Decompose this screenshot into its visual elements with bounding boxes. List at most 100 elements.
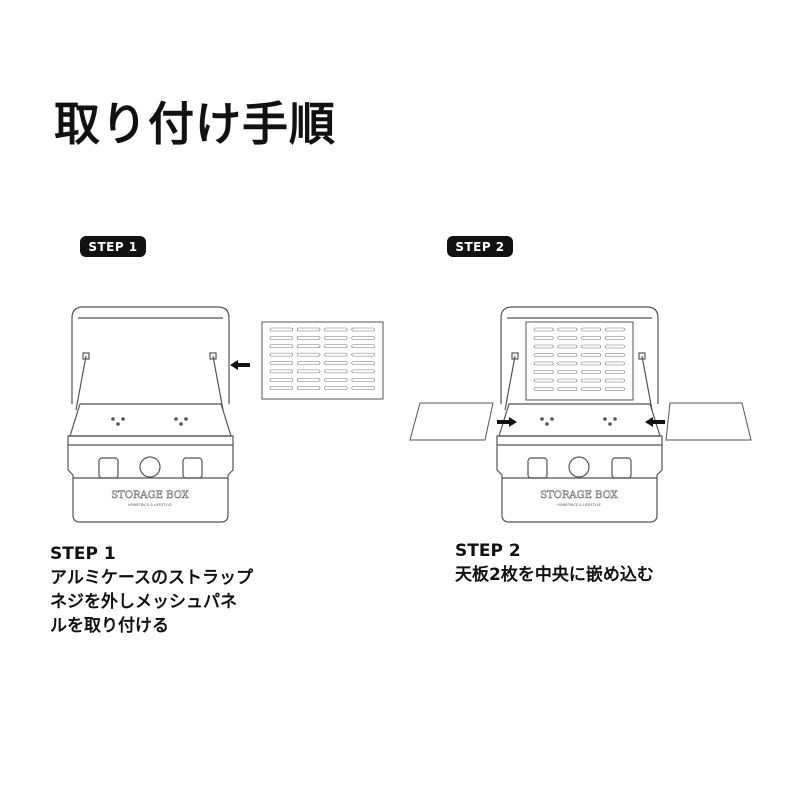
mesh-slot [557, 327, 578, 332]
lid-outline [71, 306, 230, 404]
box-tagline: HOMETRICS & LIFESTYLE [557, 503, 601, 507]
box-body [67, 435, 234, 523]
mesh-slot [604, 336, 625, 340]
step-1-line: ネジを外しメッシュパネ [50, 592, 237, 612]
mesh-slot [351, 377, 375, 382]
mesh-slot [351, 386, 375, 390]
mounting-hole [550, 417, 554, 421]
storage-box: STORAGE BOX HOMETRICS & LIFESTYLE [496, 306, 663, 523]
mesh-slot [533, 344, 554, 349]
strap-right [641, 355, 653, 411]
mounting-hole [540, 417, 544, 421]
storage-box: STORAGE BOX HOMETRICS & LIFESTYLE [67, 306, 234, 523]
mesh-slot [604, 361, 625, 366]
step-1-line: アルミケースのストラップ [50, 568, 253, 588]
mounting-hole [545, 422, 549, 426]
box-tagline: HOMETRICS & LIFESTYLE [128, 503, 172, 507]
mesh-slot [581, 387, 602, 391]
mesh-slot [604, 344, 625, 349]
mesh-slot [581, 327, 602, 332]
logo-badge [139, 456, 161, 478]
mesh-slot [269, 327, 294, 332]
mesh-slot [533, 378, 554, 383]
mesh-slot [324, 369, 348, 374]
mesh-slot [269, 361, 294, 365]
mounting-hole [121, 417, 125, 421]
mesh-slot [581, 344, 602, 349]
mesh-slot [557, 361, 578, 366]
box-logo-text: STORAGE BOX [540, 490, 618, 501]
strap-screw [82, 352, 90, 360]
arrow-head [645, 417, 653, 427]
mounting-hole [111, 417, 115, 421]
mesh-slot [557, 344, 578, 349]
mounting-hole [608, 422, 612, 426]
mesh-slot [296, 352, 321, 357]
strap-left [504, 355, 516, 411]
mesh-slot [296, 336, 321, 340]
step-2-instructions: STEP 2 天板2枚を中央に嵌め込む [455, 539, 654, 587]
mesh-slot [296, 327, 321, 332]
box-interior [69, 403, 232, 437]
box-interior [498, 403, 661, 437]
mesh-slot [557, 378, 578, 383]
mounting-hole [613, 417, 617, 421]
strap-screw [638, 352, 646, 360]
mesh-slot [604, 378, 625, 383]
mesh-slot [269, 377, 294, 382]
mesh-slot [581, 353, 602, 357]
mesh-slot [296, 386, 321, 390]
strap-screw [511, 352, 519, 360]
mesh-panel-installed [525, 321, 634, 401]
step-2-illustration: STORAGE BOX HOMETRICS & LIFESTYLE [409, 306, 752, 523]
mesh-slot [604, 327, 625, 332]
strap-right [212, 355, 224, 411]
mesh-slot [324, 386, 348, 390]
mounting-hole [184, 417, 188, 421]
mesh-slot [269, 344, 294, 349]
mesh-slot [351, 336, 375, 340]
top-plate-left [409, 402, 494, 441]
mesh-slot [324, 344, 348, 349]
page-title: 取り付け手順 [54, 97, 336, 151]
mesh-slot [581, 336, 602, 340]
mesh-slot [533, 361, 554, 366]
arrow-head [509, 417, 517, 427]
mesh-slot [557, 353, 578, 357]
mesh-slot [324, 352, 348, 357]
latch-left [98, 457, 119, 479]
mounting-hole [603, 417, 607, 421]
mounting-hole [116, 422, 120, 426]
mesh-slot [533, 370, 554, 374]
mesh-slot [324, 361, 348, 365]
mounting-hole [174, 417, 178, 421]
top-plate-right [665, 402, 752, 441]
step-2-line: 天板2枚を中央に嵌め込む [455, 565, 654, 585]
mesh-slot [604, 370, 625, 374]
mesh-slot [604, 387, 625, 391]
mesh-slot [581, 378, 602, 383]
mesh-slot [324, 336, 348, 340]
mesh-slot [557, 336, 578, 340]
box-logo-text: STORAGE BOX [111, 490, 189, 501]
mesh-slot [269, 369, 294, 374]
latch-right [182, 457, 203, 479]
latch-right [611, 457, 632, 479]
step-2-heading: STEP 2 [455, 541, 521, 561]
strap-left [75, 355, 87, 411]
mesh-slot [581, 370, 602, 374]
mesh-slot [324, 377, 348, 382]
mesh-slot [557, 370, 578, 374]
mesh-slot [296, 377, 321, 382]
box-body [496, 435, 663, 523]
mesh-slot [351, 327, 375, 332]
mesh-slot [296, 369, 321, 374]
mesh-slot [296, 361, 321, 365]
mesh-slot [351, 369, 375, 374]
step-1-badge: STEP 1 [80, 236, 146, 257]
mesh-slot [533, 387, 554, 391]
step-1-instructions: STEP 1 アルミケースのストラップ ネジを外しメッシュパネ ルを取り付ける [50, 542, 253, 638]
logo-badge [568, 456, 590, 478]
arrow-head [230, 360, 238, 370]
